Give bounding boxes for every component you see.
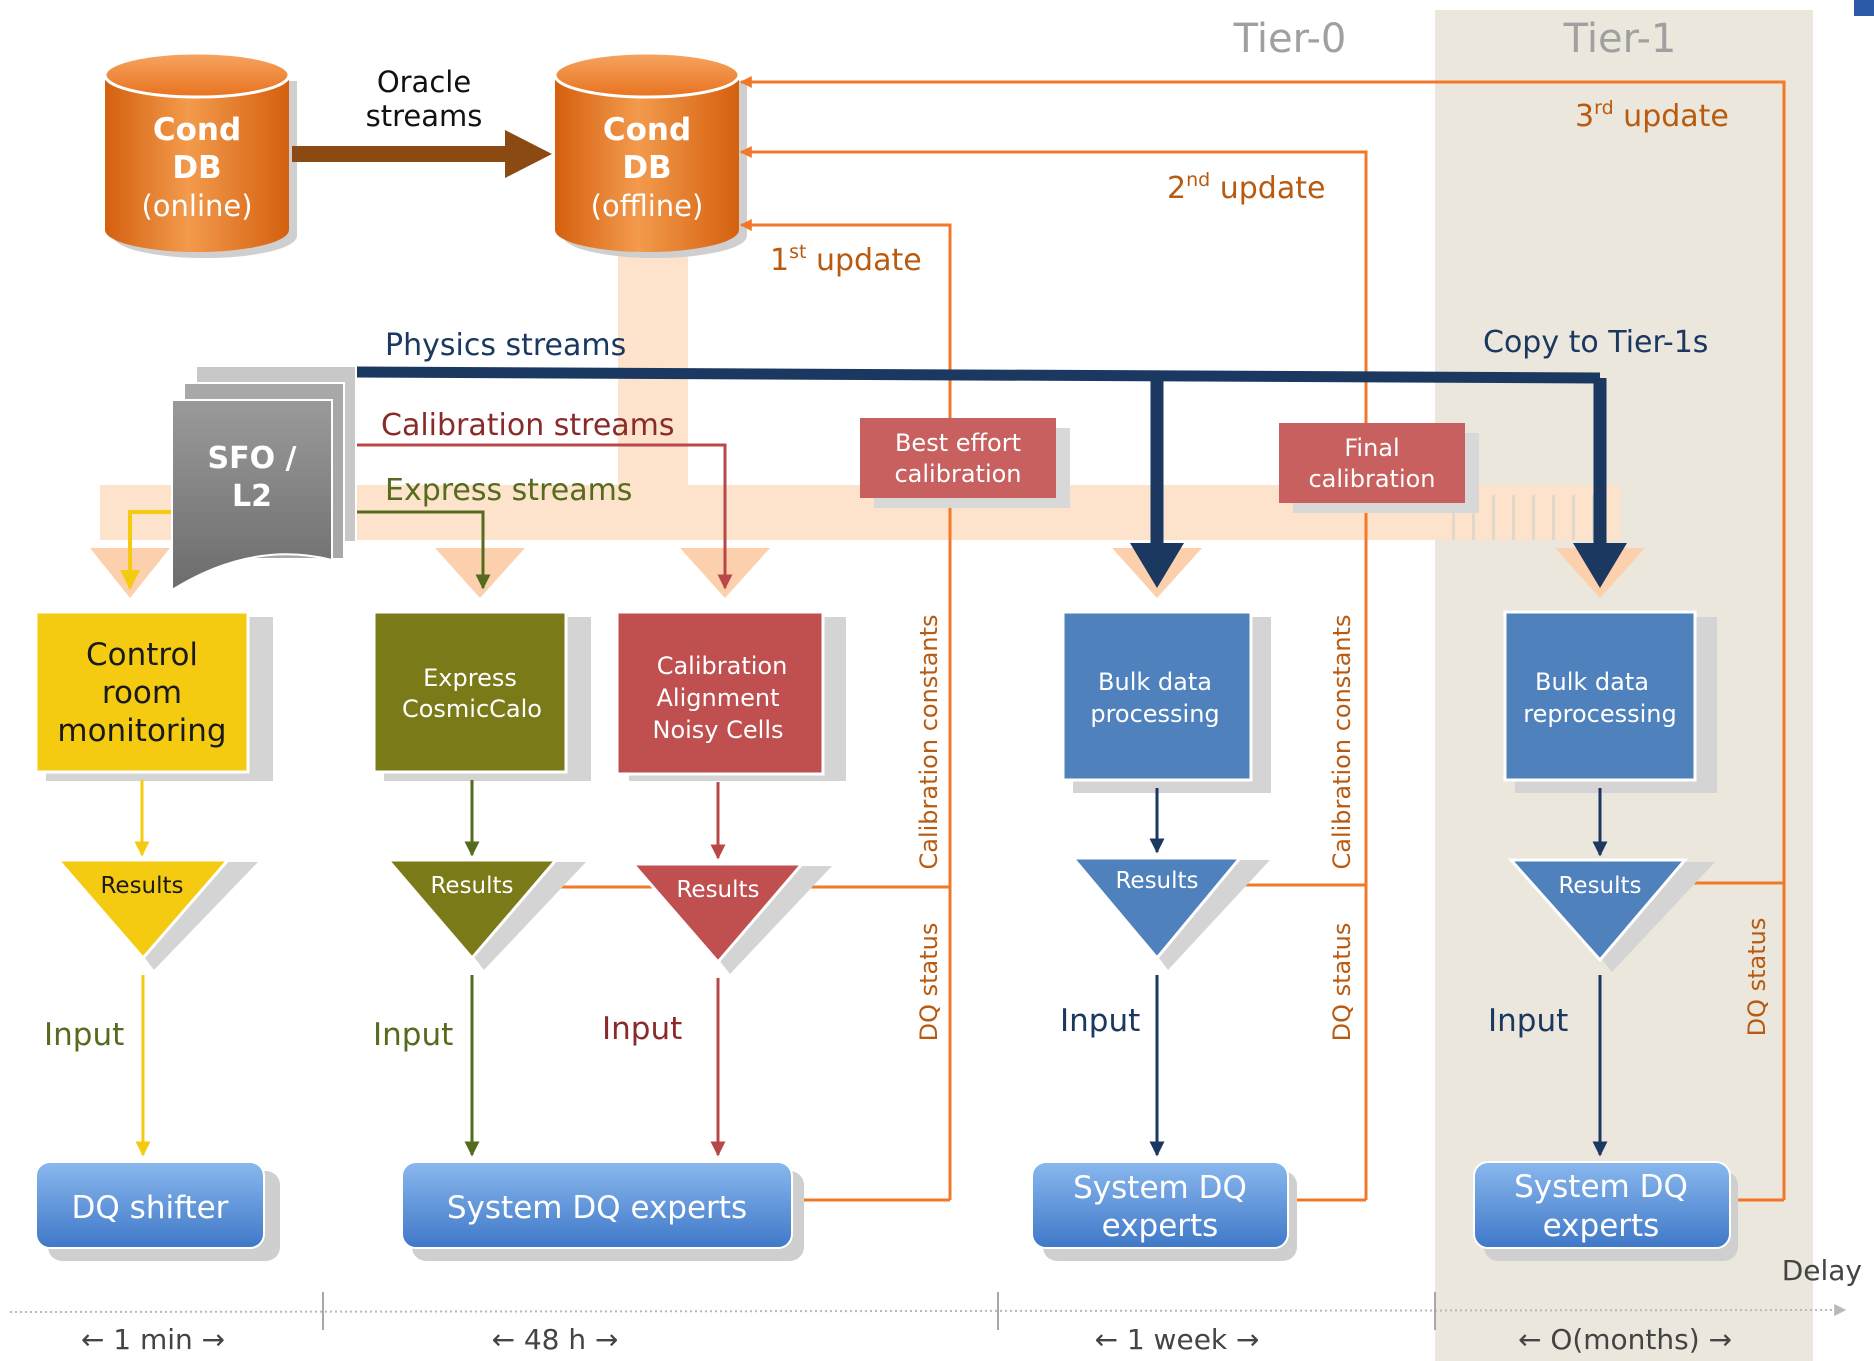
reproc-line2: reprocessing [1523, 700, 1676, 728]
final-calibration-line1: Final [1344, 434, 1399, 462]
tier1-label: Tier-1 [1563, 16, 1677, 62]
calibration-stream-line [355, 443, 733, 590]
process-reprocessing: Bulk data reprocessing [1503, 610, 1697, 782]
best-effort-line1: Best effort [895, 429, 1021, 457]
express-line2: CosmicCalo [402, 695, 542, 723]
results-label-control: Results [100, 873, 183, 899]
results-triangle-control [54, 858, 232, 961]
delay-label: Delay [1782, 1254, 1862, 1287]
db-offline-line3: (offline) [591, 189, 704, 223]
cond-db-offline: Cond DB (offline) [553, 51, 747, 258]
first-update-label: 1st update [770, 241, 922, 278]
results-triangle-bulk [1069, 856, 1244, 961]
experts3-line2: experts [1543, 1208, 1660, 1244]
express-streams-label: Express streams [385, 473, 632, 508]
process-bulk: Bulk data processing [1061, 610, 1253, 782]
second-update-label: 2nd update [1167, 169, 1325, 206]
control-feed-line [120, 510, 180, 590]
consumer-system-dq-experts-1: System DQ experts [401, 1161, 793, 1249]
consumer-system-dq-experts-3: System DQ experts [1473, 1161, 1731, 1249]
db-online-line2: DB [172, 150, 221, 186]
control-line1: Control [86, 637, 198, 673]
experts2-line2: experts [1102, 1208, 1219, 1244]
results-label-express: Results [430, 873, 513, 899]
input-label-express: Input [373, 1017, 453, 1053]
timeline: Delay ← 1 min → ← 48 h → ← 1 week → ← O(… [9, 1254, 1862, 1356]
experts1-label: System DQ experts [447, 1190, 747, 1226]
oracle-streams-line2: streams [366, 99, 483, 133]
calib-line1: Calibration [657, 652, 788, 680]
input-label-control: Input [44, 1017, 124, 1053]
results-triangle-express [384, 858, 560, 961]
experts2-line1: System DQ [1073, 1170, 1247, 1206]
express-stream-line [355, 510, 491, 590]
results-triangles [54, 856, 1689, 965]
calibration-streams-label: Calibration streams [381, 408, 675, 443]
express-line1: Express [423, 664, 517, 692]
db-offline-line1: Cond [603, 112, 691, 148]
final-calibration-line2: calibration [1308, 465, 1435, 493]
db-online-line3: (online) [141, 189, 252, 223]
physics-stream-lines [354, 366, 1607, 555]
oracle-streams-line1: Oracle [377, 65, 471, 99]
results-label-reproc: Results [1558, 873, 1641, 899]
calib-constants-label-2: Calibration constants [1328, 614, 1356, 869]
period-months: ← O(months) → [1518, 1323, 1732, 1356]
calib-constants-label-1: Calibration constants [915, 614, 943, 869]
timeline-axis [9, 1304, 1847, 1317]
bulk-line1: Bulk data [1098, 668, 1212, 696]
physics-arrowhead-bulk [1130, 543, 1184, 588]
process-control-room: Control room monitoring [34, 610, 250, 774]
best-effort-line2: calibration [894, 460, 1021, 488]
input-label-reproc: Input [1488, 1003, 1568, 1039]
oracle-streams-arrow: Oracle streams [292, 65, 552, 178]
corner-tab [1854, 0, 1874, 16]
control-line3: monitoring [57, 713, 226, 749]
sfo-line2: L2 [232, 479, 272, 514]
dq-status-label-1: DQ status [915, 923, 943, 1042]
calib-line2: Alignment [657, 684, 780, 712]
final-calibration-box: Final calibration [1279, 423, 1479, 513]
dq-status-label-2: DQ status [1328, 923, 1356, 1042]
bulk-line2: processing [1090, 700, 1219, 728]
period-1week: ← 1 week → [1094, 1323, 1259, 1356]
period-48h: ← 48 h → [492, 1323, 619, 1356]
input-label-calib: Input [602, 1011, 682, 1047]
sfo-line1: SFO / [207, 441, 296, 476]
physics-streams-label: Physics streams [385, 328, 626, 363]
physics-arrowhead-reproc [1573, 543, 1627, 588]
cond-db-online: Cond DB (online) [103, 51, 297, 258]
process-calibration: Calibration Alignment Noisy Cells [615, 610, 825, 776]
reproc-line1: Bulk data [1535, 668, 1649, 696]
db-online-line1: Cond [153, 112, 241, 148]
control-line2: room [102, 675, 182, 711]
best-effort-calibration-box: Best effort calibration [860, 418, 1070, 508]
consumer-dq-shifter: DQ shifter [35, 1161, 265, 1249]
results-triangle-reproc [1507, 858, 1689, 963]
dq-status-label-3: DQ status [1743, 918, 1771, 1037]
input-label-bulk: Input [1060, 1003, 1140, 1039]
db-offline-line2: DB [622, 150, 671, 186]
results-triangle-calib [629, 862, 806, 965]
period-1min: ← 1 min → [81, 1323, 225, 1356]
tier0-label: Tier-0 [1233, 16, 1347, 62]
process-express: Express CosmicCalo [372, 610, 568, 774]
third-update-label: 3rd update [1575, 97, 1729, 134]
dq-shifter-label: DQ shifter [72, 1190, 229, 1226]
consumer-system-dq-experts-2: System DQ experts [1031, 1161, 1289, 1249]
experts3-line1: System DQ [1514, 1169, 1688, 1205]
sfo-l2-stack: SFO / L2 [171, 365, 357, 592]
results-label-bulk: Results [1115, 868, 1198, 894]
results-label-calib: Results [676, 877, 759, 903]
copy-to-tier1s-label: Copy to Tier-1s [1483, 325, 1708, 360]
calib-line3: Noisy Cells [652, 716, 783, 744]
